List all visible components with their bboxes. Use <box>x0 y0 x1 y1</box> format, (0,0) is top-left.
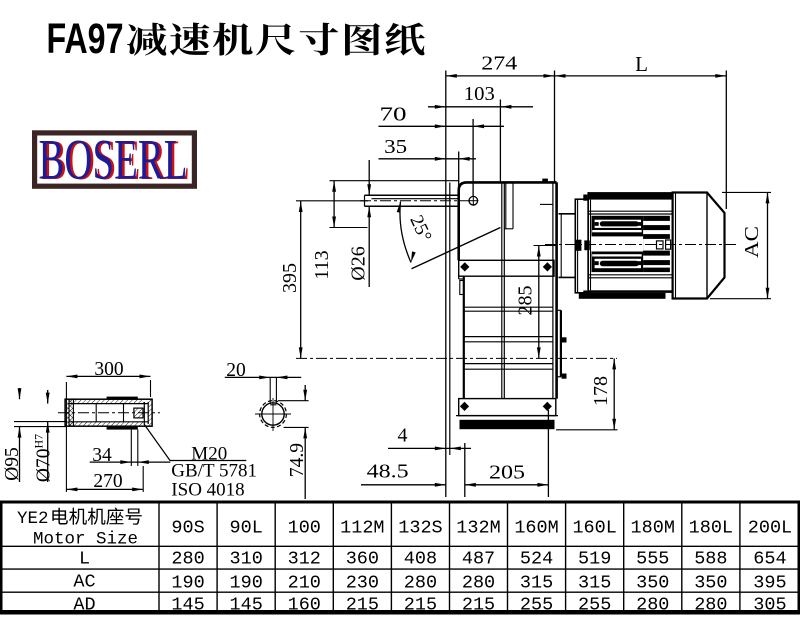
svg-text:588: 588 <box>694 549 727 570</box>
svg-text:654: 654 <box>753 549 786 570</box>
svg-text:160L: 160L <box>572 518 616 539</box>
svg-text:34: 34 <box>92 445 112 466</box>
svg-text:AC: AC <box>73 572 95 593</box>
svg-text:280: 280 <box>694 595 727 616</box>
svg-text:70: 70 <box>380 104 407 126</box>
svg-text:AD: AD <box>73 595 95 616</box>
svg-text:160M: 160M <box>514 518 558 539</box>
svg-text:100: 100 <box>288 518 321 539</box>
svg-text:255: 255 <box>520 595 553 616</box>
svg-text:215: 215 <box>462 595 495 616</box>
svg-text:555: 555 <box>636 549 669 570</box>
svg-text:48.5: 48.5 <box>367 461 409 483</box>
svg-text:210: 210 <box>288 573 321 594</box>
svg-text:280: 280 <box>636 595 669 616</box>
svg-text:BOSERL: BOSERL <box>39 129 188 192</box>
svg-text:Ø95: Ø95 <box>2 447 23 481</box>
svg-text:310: 310 <box>229 549 262 570</box>
svg-text:280: 280 <box>462 573 495 594</box>
svg-text:Motor Size: Motor Size <box>33 530 138 550</box>
svg-text:ISO 4018: ISO 4018 <box>171 479 244 500</box>
svg-text:395: 395 <box>753 573 786 594</box>
svg-text:255: 255 <box>578 595 611 616</box>
svg-text:GB/T 5781: GB/T 5781 <box>171 460 257 481</box>
svg-text:215: 215 <box>346 595 379 616</box>
svg-text:487: 487 <box>462 549 495 570</box>
svg-text:103: 103 <box>464 83 495 105</box>
svg-text:519: 519 <box>578 549 611 570</box>
svg-text:4: 4 <box>398 425 408 447</box>
svg-text:160: 160 <box>288 595 321 616</box>
svg-text:230: 230 <box>346 573 379 594</box>
svg-text:408: 408 <box>404 549 437 570</box>
svg-text:112M: 112M <box>340 518 384 539</box>
svg-text:205: 205 <box>489 462 525 484</box>
svg-text:315: 315 <box>520 573 553 594</box>
svg-text:178: 178 <box>590 376 612 406</box>
svg-text:20: 20 <box>226 360 246 381</box>
svg-text:280: 280 <box>404 573 437 594</box>
svg-text:395: 395 <box>279 263 301 293</box>
svg-text:FA97: FA97 <box>47 15 124 63</box>
svg-text:215: 215 <box>404 595 437 616</box>
svg-text:190: 190 <box>229 573 262 594</box>
svg-text:90L: 90L <box>229 518 262 539</box>
svg-text:L: L <box>635 52 648 76</box>
svg-text:280: 280 <box>171 549 204 570</box>
svg-text:350: 350 <box>636 573 669 594</box>
svg-text:YE2: YE2 <box>17 509 49 529</box>
svg-text:35: 35 <box>384 136 407 158</box>
svg-text:524: 524 <box>520 549 553 570</box>
svg-text:74.9: 74.9 <box>287 443 308 477</box>
svg-text:270: 270 <box>93 471 122 492</box>
svg-text:90S: 90S <box>171 518 204 539</box>
svg-text:300: 300 <box>94 359 123 380</box>
svg-text:350: 350 <box>694 573 727 594</box>
svg-text:274: 274 <box>481 53 517 75</box>
svg-text:145: 145 <box>171 595 204 616</box>
svg-text:180L: 180L <box>689 518 733 539</box>
svg-text:113: 113 <box>311 250 333 279</box>
svg-text:305: 305 <box>753 595 786 616</box>
svg-text:145: 145 <box>229 595 262 616</box>
svg-text:132S: 132S <box>398 518 442 539</box>
svg-text:180M: 180M <box>631 518 675 539</box>
svg-text:Ø26: Ø26 <box>348 246 370 280</box>
svg-text:312: 312 <box>288 549 321 570</box>
svg-text:L: L <box>79 549 90 570</box>
svg-text:315: 315 <box>578 573 611 594</box>
svg-text:285: 285 <box>515 286 537 316</box>
svg-text:132M: 132M <box>456 518 500 539</box>
svg-text:AC: AC <box>741 226 763 258</box>
svg-text:200L: 200L <box>748 518 792 539</box>
svg-text:190: 190 <box>171 573 204 594</box>
svg-text:360: 360 <box>346 549 379 570</box>
